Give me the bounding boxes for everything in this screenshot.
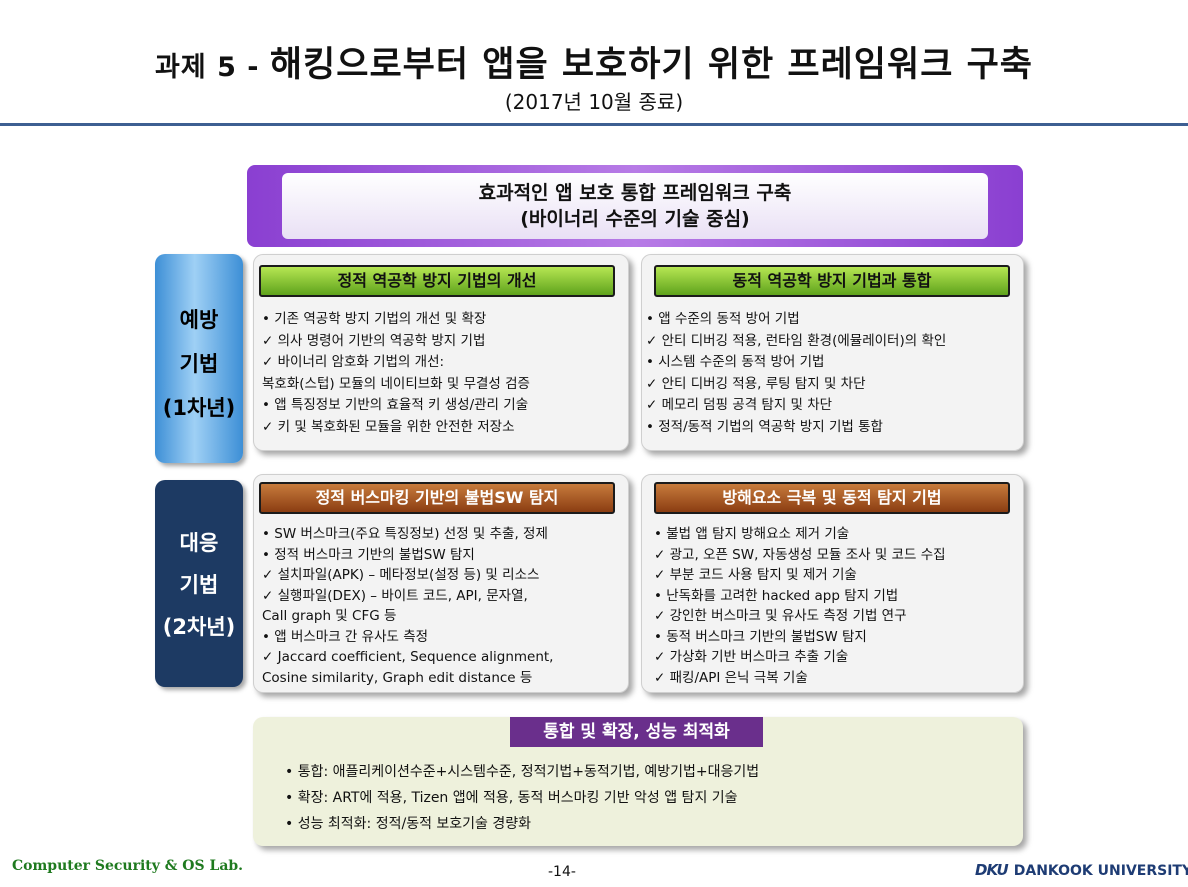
dynamic-response-title: 방해요소 극복 및 동적 탐지 기법 [654, 482, 1010, 514]
slide-subtitle: (2017년 10월 종료) [504, 90, 684, 114]
list-item: • 불법 앱 탐지 방해요소 제거 기술 [654, 526, 850, 542]
title-prefix: 과제 5 - [154, 52, 270, 83]
list-item: ✓ 안티 디버깅 적용, 런타임 환경(에뮬레이터)의 확인 [646, 332, 947, 349]
list-item: ✓ 부분 코드 사용 탐지 및 제거 기술 [654, 567, 857, 583]
integration-list: • 통합: 애플리케이션수준+시스템수준, 정적기법+동적기법, 예방기법+대응… [285, 759, 759, 837]
list-item: ✓ Jaccard coefficient, Sequence alignmen… [262, 649, 554, 665]
list-item: • 앱 특징정보 기반의 효율적 키 생성/관리 기술 [262, 397, 529, 413]
dynamic-prevention-list: • 앱 수준의 동적 방어 기법 ✓ 안티 디버깅 적용, 런타임 환경(에뮬레… [646, 309, 946, 438]
list-item: • 동적 버스마크 기반의 불법SW 탐지 [654, 628, 867, 645]
list-item: • 시스템 수준의 동적 방어 기법 [646, 354, 825, 370]
list-item: ✓ 강인한 버스마크 및 유사도 측정 기법 연구 [654, 608, 907, 624]
list-item: • 정적 버스마크 기반의 불법SW 탐지 [262, 546, 475, 563]
list-item: • SW 버스마크(주요 특징정보) 선정 및 추출, 정제 [262, 526, 548, 542]
response-label-2: 기법 [179, 573, 219, 597]
static-prevention-title: 정적 역공학 방지 기법의 개선 [259, 265, 615, 297]
list-item: • 통합: 애플리케이션수준+시스템수준, 정적기법+동적기법, 예방기법+대응… [285, 764, 760, 780]
list-item: • 앱 버스마크 간 유사도 측정 [262, 628, 429, 645]
integration-title: 통합 및 확장, 성능 최적화 [510, 717, 763, 747]
list-item: Call graph 및 CFG 등 [262, 608, 397, 624]
list-item: ✓ 바이너리 암호화 기법의 개선: [262, 354, 445, 370]
list-item: ✓ 안티 디버깅 적용, 루팅 탐지 및 차단 [646, 375, 866, 392]
list-item: • 확장: ART에 적용, Tizen 앱에 적용, 동적 버스마킹 기반 악… [285, 790, 738, 806]
title-main: 해킹으로부터 앱을 보호하기 위한 프레임워크 구축 [269, 45, 1033, 85]
response-label-1: 대응 [179, 531, 219, 555]
list-item: ✓ 패킹/API 은닉 극복 기술 [654, 669, 808, 686]
list-item: • 정적/동적 기법의 역공학 방지 기법 통합 [646, 418, 883, 435]
list-item: • 성능 최적화: 정적/동적 보호기술 경량화 [285, 816, 532, 832]
university-name: DANKOOK UNIVERSITY [1013, 863, 1188, 879]
list-item: • 난독화를 고려한 hacked app 탐지 기법 [654, 587, 899, 604]
list-item: 복호화(스텁) 모듈의 네이티브화 및 무결성 검증 [262, 375, 530, 392]
static-response-list: • SW 버스마크(주요 특징정보) 선정 및 추출, 정제 • 정적 버스마크… [262, 524, 553, 688]
list-item: ✓ 설치파일(APK) – 메타정보(설정 등) 및 리소스 [262, 567, 540, 583]
list-item: • 기존 역공학 방지 기법의 개선 및 확장 [262, 311, 487, 327]
static-prevention-list: • 기존 역공학 방지 기법의 개선 및 확장 ✓ 의사 명령어 기반의 역공학… [262, 309, 530, 438]
list-item: ✓ 메모리 덤핑 공격 탐지 및 차단 [646, 397, 833, 413]
prevention-label-1: 예방 [179, 308, 219, 332]
prevention-label-3: (1차년) [162, 396, 236, 420]
goal-line-2: (바이너리 수준의 기술 중심) [520, 208, 750, 230]
list-item: ✓ 키 및 복호화된 모듈을 위한 안전한 저장소 [262, 418, 515, 435]
dynamic-prevention-title: 동적 역공학 방지 기법과 통합 [654, 265, 1010, 297]
goal-line-1: 효과적인 앱 보호 통합 프레임워크 구축 [478, 182, 792, 204]
dynamic-response-list: • 불법 앱 탐지 방해요소 제거 기술 ✓ 광고, 오픈 SW, 자동생성 모… [654, 524, 946, 688]
static-response-title: 정적 버스마킹 기반의 불법SW 탐지 [259, 482, 615, 514]
prevention-label: 예방 기법 (1차년) [155, 254, 243, 463]
slide-title: 과제 5 - 해킹으로부터 앱을 보호하기 위한 프레임워크 구축 [0, 36, 1188, 87]
list-item: ✓ 가상화 기반 버스마크 추출 기술 [654, 649, 849, 665]
header-divider [0, 123, 1188, 126]
prevention-label-2: 기법 [179, 352, 219, 376]
goal-banner-text: 효과적인 앱 보호 통합 프레임워크 구축 (바이너리 수준의 기술 중심) [282, 173, 988, 239]
university-mark-icon: DKU [975, 861, 1009, 879]
list-item: ✓ 광고, 오픈 SW, 자동생성 모듈 조사 및 코드 수집 [654, 546, 946, 563]
list-item: ✓ 실행파일(DEX) – 바이트 코드, API, 문자열, [262, 587, 528, 604]
response-label-3: (2차년) [162, 615, 236, 639]
page-number: -14- [548, 864, 576, 880]
list-item: ✓ 의사 명령어 기반의 역공학 방지 기법 [262, 332, 486, 349]
lab-name: Computer Security & OS Lab. [12, 858, 244, 874]
list-item: Cosine similarity, Graph edit distance 등 [262, 669, 533, 686]
response-label: 대응 기법 (2차년) [155, 480, 243, 687]
list-item: • 앱 수준의 동적 방어 기법 [646, 311, 800, 327]
